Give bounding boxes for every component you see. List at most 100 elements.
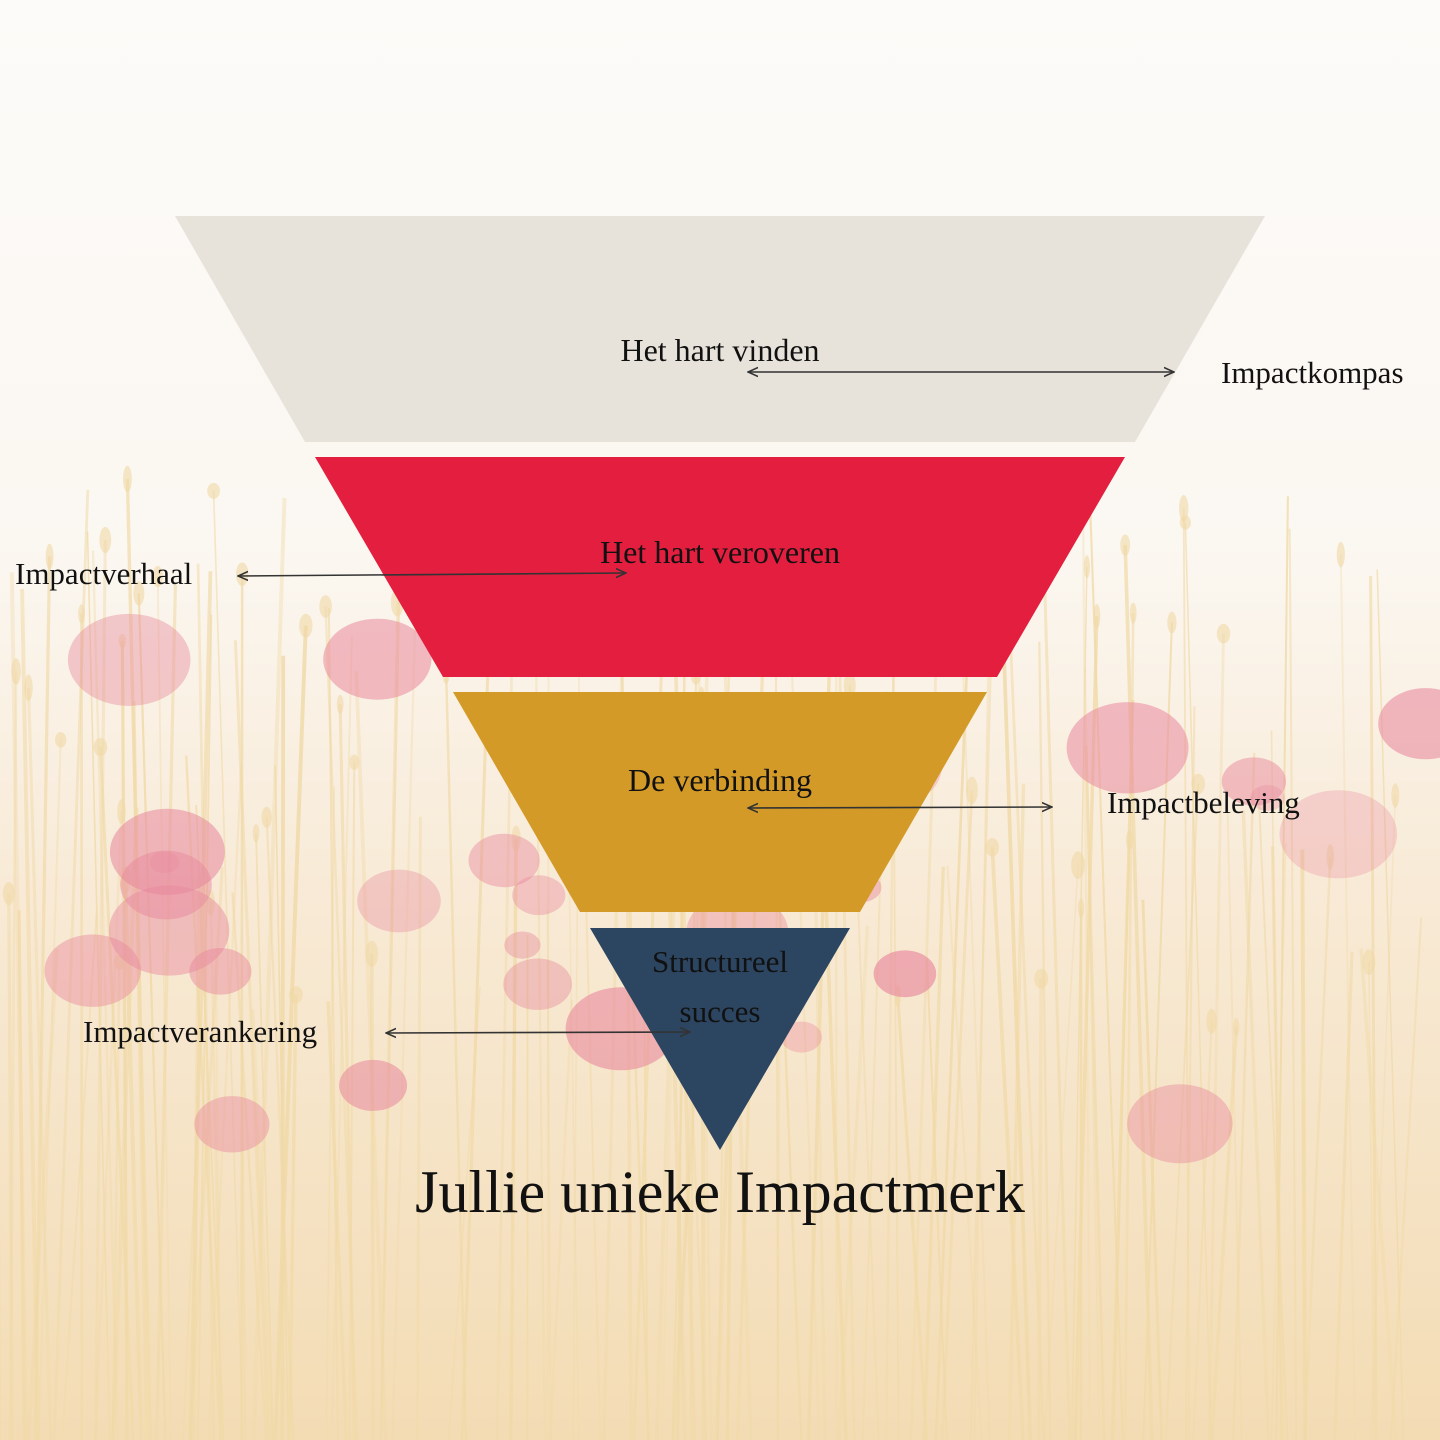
field-poppy (1066, 702, 1189, 794)
field-stem (509, 838, 518, 1440)
field-stem (1270, 842, 1287, 1440)
field-bud (1362, 949, 1376, 975)
field-stem (1192, 1021, 1213, 1440)
field-stem (1036, 978, 1043, 1440)
field-stem (1043, 592, 1072, 1440)
field-stem (125, 478, 153, 1440)
field-bud (985, 838, 999, 857)
segment-label-structureel: Structureel (651, 944, 789, 979)
field-poppy (108, 885, 230, 976)
field-bud (966, 776, 978, 805)
field-stem (922, 866, 945, 1440)
field-bud (24, 674, 33, 702)
field-bud (1206, 1008, 1217, 1034)
segment-label-de-verbinding: De verbinding (628, 762, 812, 798)
field-stem (155, 584, 177, 1440)
field-bud (1120, 534, 1131, 556)
field-poppy (44, 934, 141, 1007)
field-stem (9, 572, 29, 1440)
field-stem (1275, 496, 1289, 1440)
field-stem (94, 811, 123, 1440)
field-stem (20, 588, 41, 1440)
field-bud (349, 754, 360, 770)
funnel-segment-het-hart-vinden (175, 216, 1265, 442)
field-stem (110, 807, 139, 1440)
field-stem (447, 986, 481, 1440)
field-stem (1007, 783, 1026, 1440)
field-stem (391, 570, 418, 1440)
field-stem (86, 531, 111, 1440)
field-stem (214, 954, 222, 1440)
page-title: Jullie unieke Impactmerk (415, 1159, 1025, 1225)
field-bud (2, 882, 15, 905)
field-stem (460, 559, 494, 1440)
field-stem (52, 489, 90, 1440)
field-poppy (1378, 688, 1440, 760)
segment-label-succes: succes (679, 994, 761, 1029)
field-stem (1226, 788, 1243, 1440)
field-bud (261, 806, 272, 828)
field-stem (654, 828, 678, 1440)
field-stem (1257, 788, 1289, 1440)
field-stem (188, 571, 213, 1440)
field-stem (7, 893, 14, 1440)
field-bud (511, 825, 521, 852)
field-stem (1110, 700, 1135, 1440)
field-poppy (873, 950, 937, 998)
field-bud (843, 671, 856, 699)
field-stem (61, 910, 98, 1440)
field-stem (1210, 1026, 1238, 1440)
field-bud (1233, 1017, 1240, 1037)
field-poppy (189, 948, 252, 995)
field-bud (93, 738, 108, 757)
field-stem (1207, 633, 1225, 1440)
side-label-impactkompas: Impactkompas (1221, 355, 1404, 390)
field-stem (233, 640, 270, 1440)
field-stem (1359, 948, 1398, 1440)
field-bud (45, 543, 54, 570)
field-stem (1184, 706, 1196, 1440)
field-poppy (1221, 757, 1286, 806)
field-stem (280, 655, 286, 1440)
field-stem (326, 1001, 348, 1440)
field-stem (1370, 795, 1397, 1440)
field-stem (91, 550, 119, 1440)
field-stem (1389, 917, 1423, 1440)
field-stem (207, 762, 243, 1440)
field-bud (299, 613, 313, 638)
field-stem (327, 607, 339, 1440)
field-stem (969, 635, 993, 1440)
funnel-segment-structureel-succes (590, 928, 850, 1150)
field-stem (17, 910, 26, 1440)
field-stem (1184, 522, 1212, 1440)
field-stem (415, 816, 422, 1440)
field-stem (369, 953, 375, 1440)
funnel-segment-de-verbinding (453, 692, 987, 912)
field-stem (1241, 810, 1271, 1440)
field-stem (26, 687, 53, 1440)
field-stem (273, 625, 308, 1440)
arrow-impactverhaal (238, 573, 626, 576)
field-bud (207, 482, 221, 499)
field-bud (252, 824, 260, 843)
field-poppy (1250, 785, 1285, 811)
field-stem (946, 865, 983, 1440)
field-bud (1071, 851, 1085, 880)
field-stem (123, 879, 143, 1440)
segment-label-het-hart-vinden: Het hart vinden (620, 332, 820, 368)
field-bud (1326, 844, 1335, 870)
field-stem (240, 574, 244, 1440)
field-stem (195, 804, 225, 1440)
side-label-impactbeleving: Impactbeleving (1107, 785, 1300, 820)
field-stem (231, 892, 268, 1440)
field-stem (444, 670, 468, 1440)
side-label-impactverankering: Impactverankering (83, 1014, 318, 1049)
field-stem (137, 593, 167, 1440)
field-poppy (512, 875, 566, 916)
field-stem (1071, 566, 1088, 1440)
field-stem (1232, 752, 1256, 1440)
field-stem (37, 739, 62, 1440)
field-stem (98, 747, 135, 1440)
segment-label-het-hart-veroveren: Het hart veroveren (600, 534, 840, 570)
